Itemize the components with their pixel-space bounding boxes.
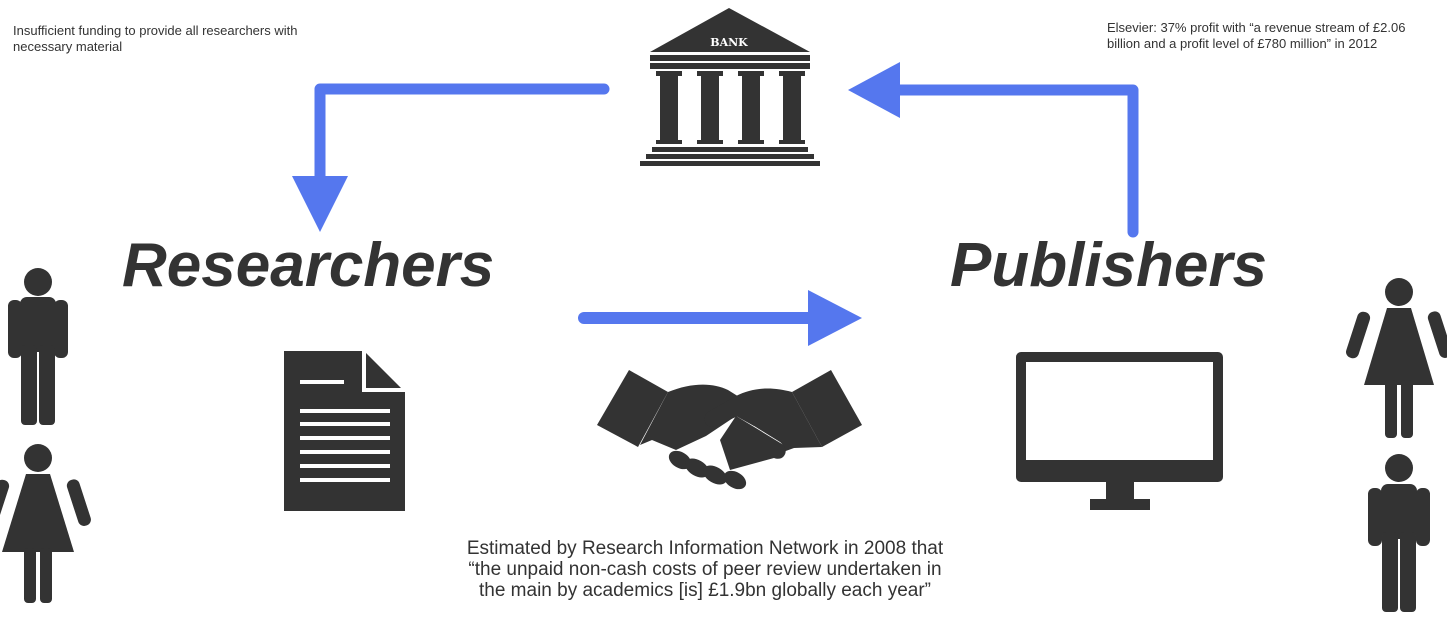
publishers-label: Publishers [950, 231, 1267, 300]
monitor-icon [1016, 352, 1223, 510]
man-icon [1368, 454, 1430, 612]
woman-icon [1346, 278, 1447, 438]
document-icon [284, 351, 405, 511]
peer-review-cost-caption: Estimated by Research Information Networ… [466, 538, 944, 601]
bank-sign-text: BANK [710, 36, 748, 49]
arrow-researchers-to-publishers [578, 290, 862, 346]
bank-icon: BANK [640, 8, 820, 166]
arrow-publishers-to-bank [848, 62, 1139, 238]
elsevier-profit-note: Elsevier: 37% profit with “a revenue str… [1107, 20, 1406, 51]
arrow-bank-to-researchers [292, 83, 610, 232]
woman-icon [0, 444, 91, 603]
funding-note: Insufficient funding to provide all rese… [13, 23, 298, 54]
handshake-icon [597, 370, 862, 490]
man-icon [8, 268, 68, 425]
researchers-label: Researchers [122, 231, 495, 300]
